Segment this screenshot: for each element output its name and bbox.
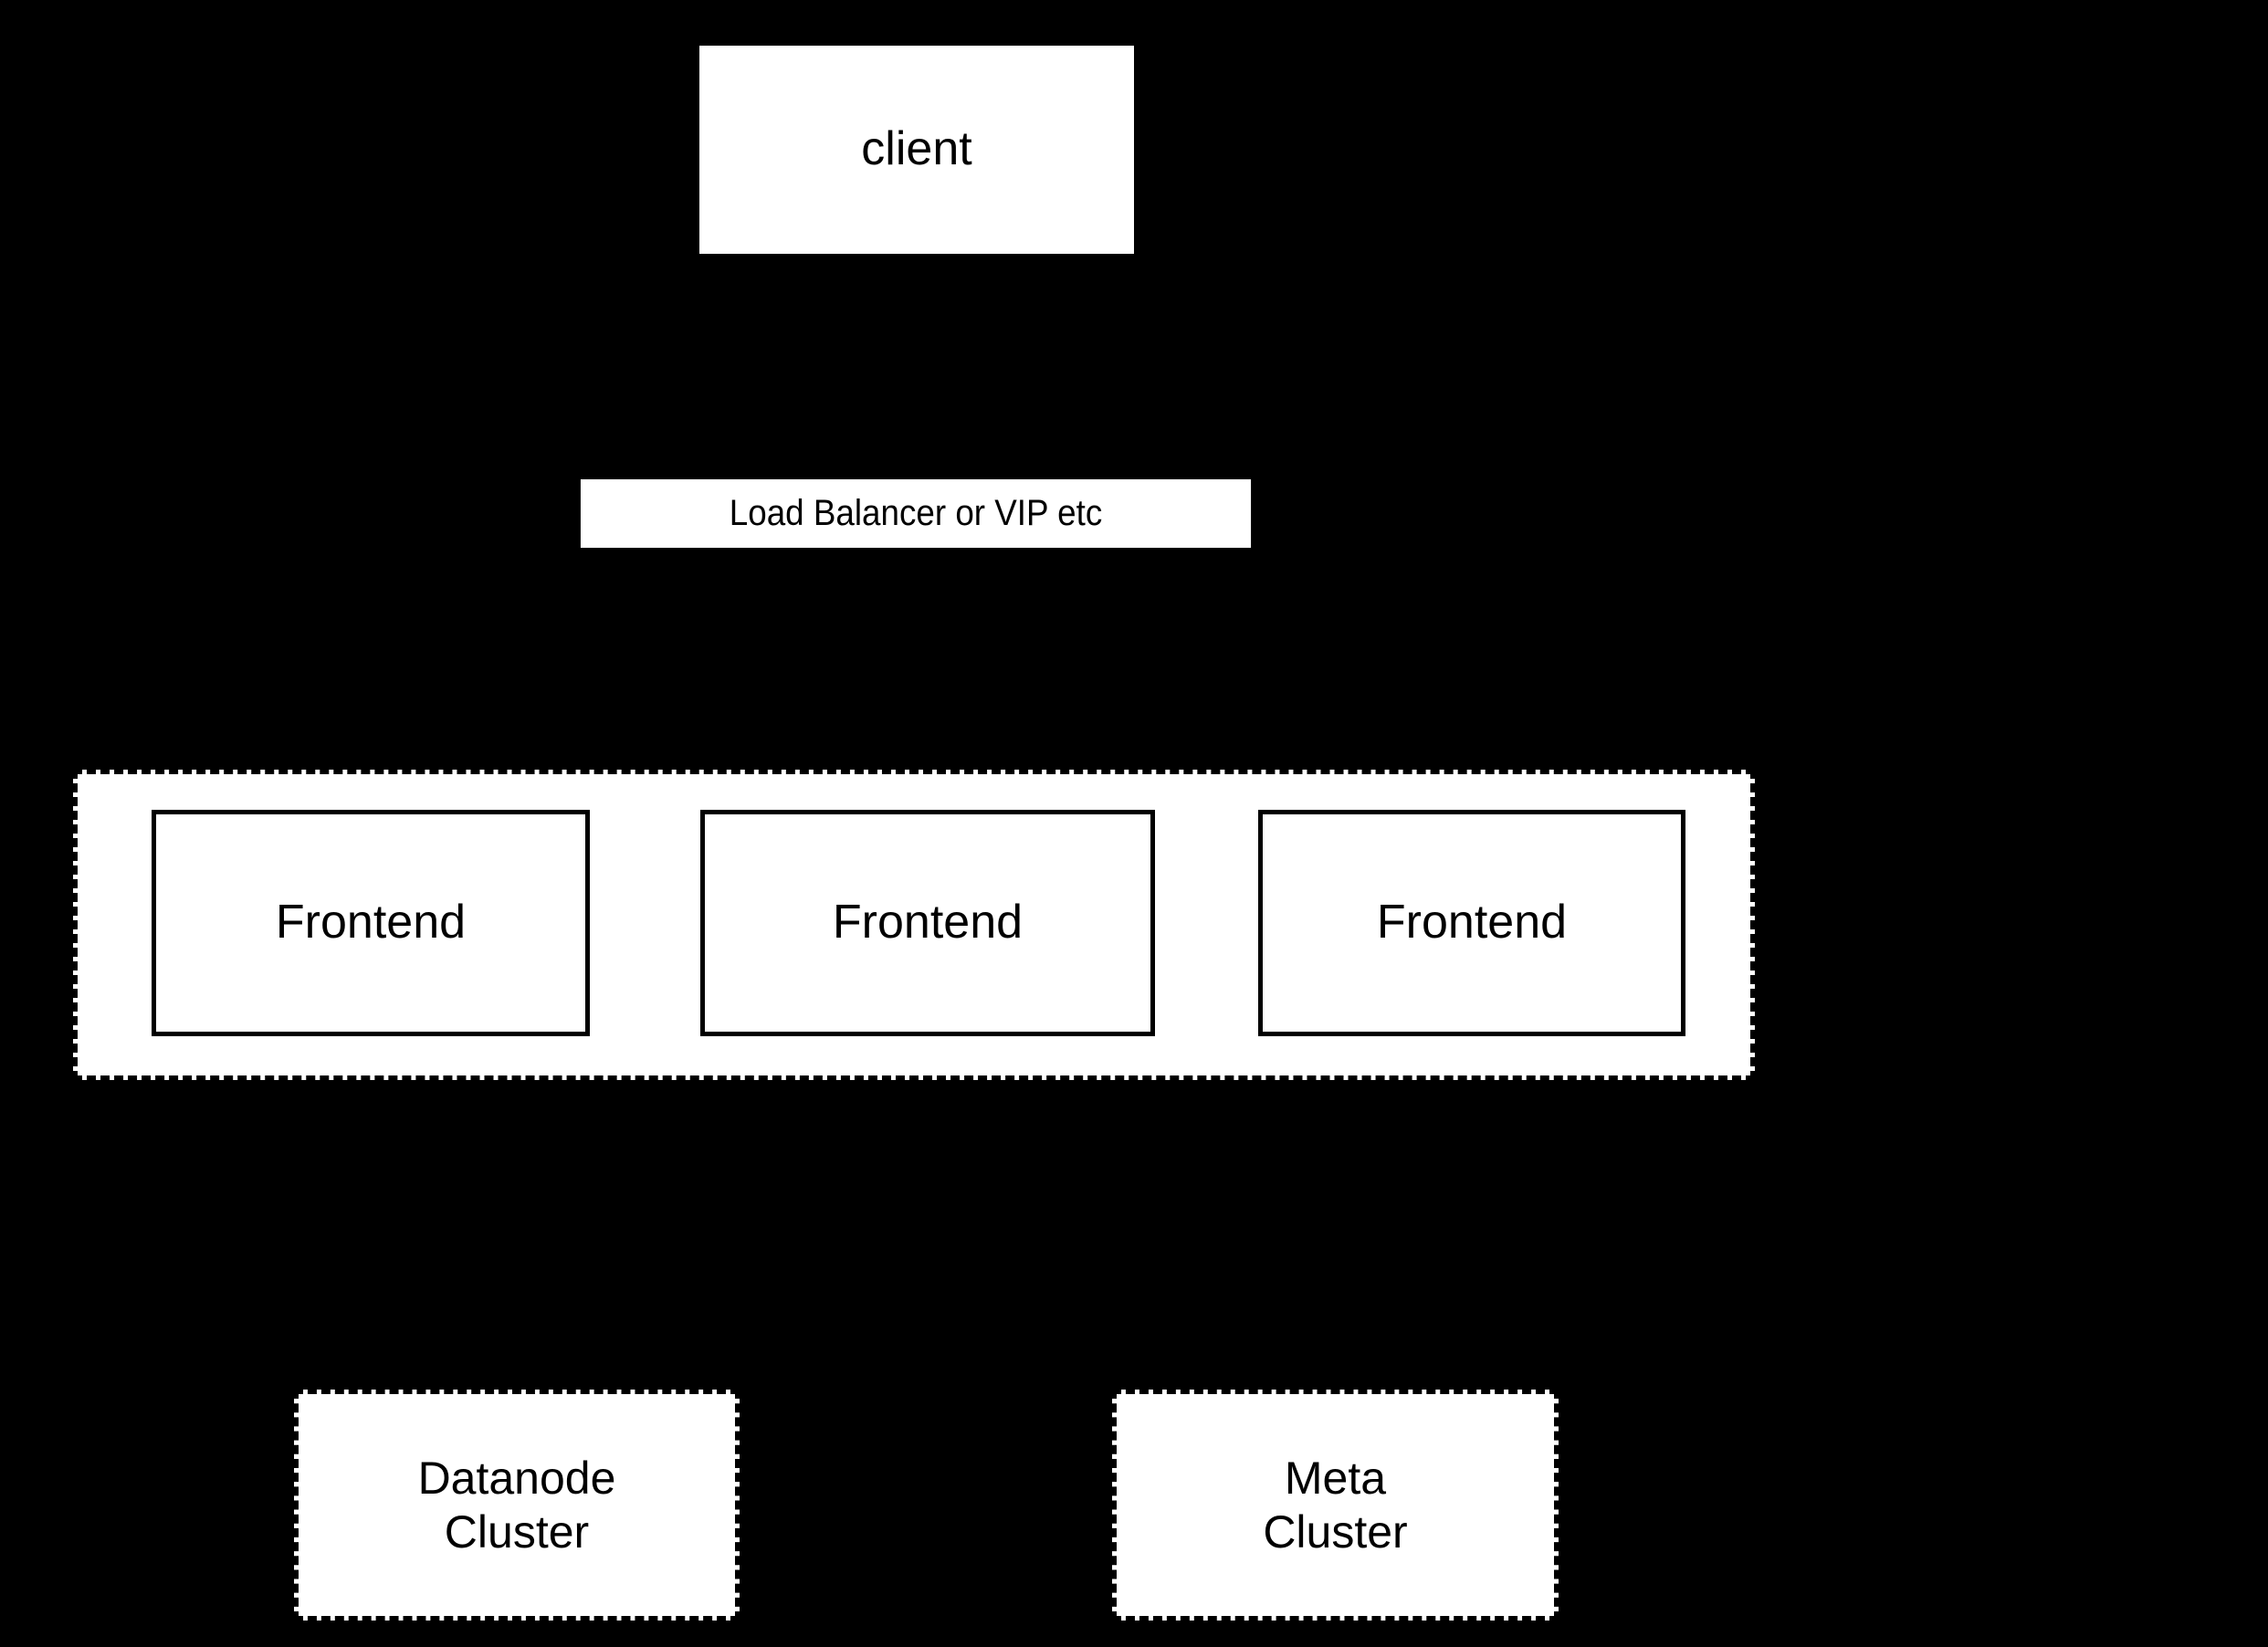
- node-load-balancer-label: Load Balancer or VIP etc: [729, 492, 1103, 533]
- node-meta-cluster-label: Meta Cluster: [1263, 1452, 1408, 1558]
- node-load-balancer[interactable]: Load Balancer or VIP etc: [580, 479, 1252, 548]
- node-frontend-3[interactable]: Frontend: [1258, 810, 1685, 1036]
- node-frontend-2[interactable]: Frontend: [700, 810, 1155, 1036]
- node-frontend-1[interactable]: Frontend: [152, 810, 590, 1036]
- node-frontend-3-label: Frontend: [1376, 896, 1568, 949]
- node-datanode-cluster[interactable]: Datanode Cluster: [294, 1390, 740, 1621]
- node-frontend-2-label: Frontend: [832, 896, 1024, 949]
- group-frontend-cluster[interactable]: Frontend Frontend Frontend: [73, 770, 1755, 1080]
- node-client-label: client: [861, 122, 972, 176]
- node-client[interactable]: client: [699, 46, 1134, 254]
- node-meta-cluster[interactable]: Meta Cluster: [1112, 1390, 1559, 1621]
- node-frontend-1-label: Frontend: [275, 896, 467, 949]
- node-datanode-cluster-label: Datanode Cluster: [417, 1452, 616, 1558]
